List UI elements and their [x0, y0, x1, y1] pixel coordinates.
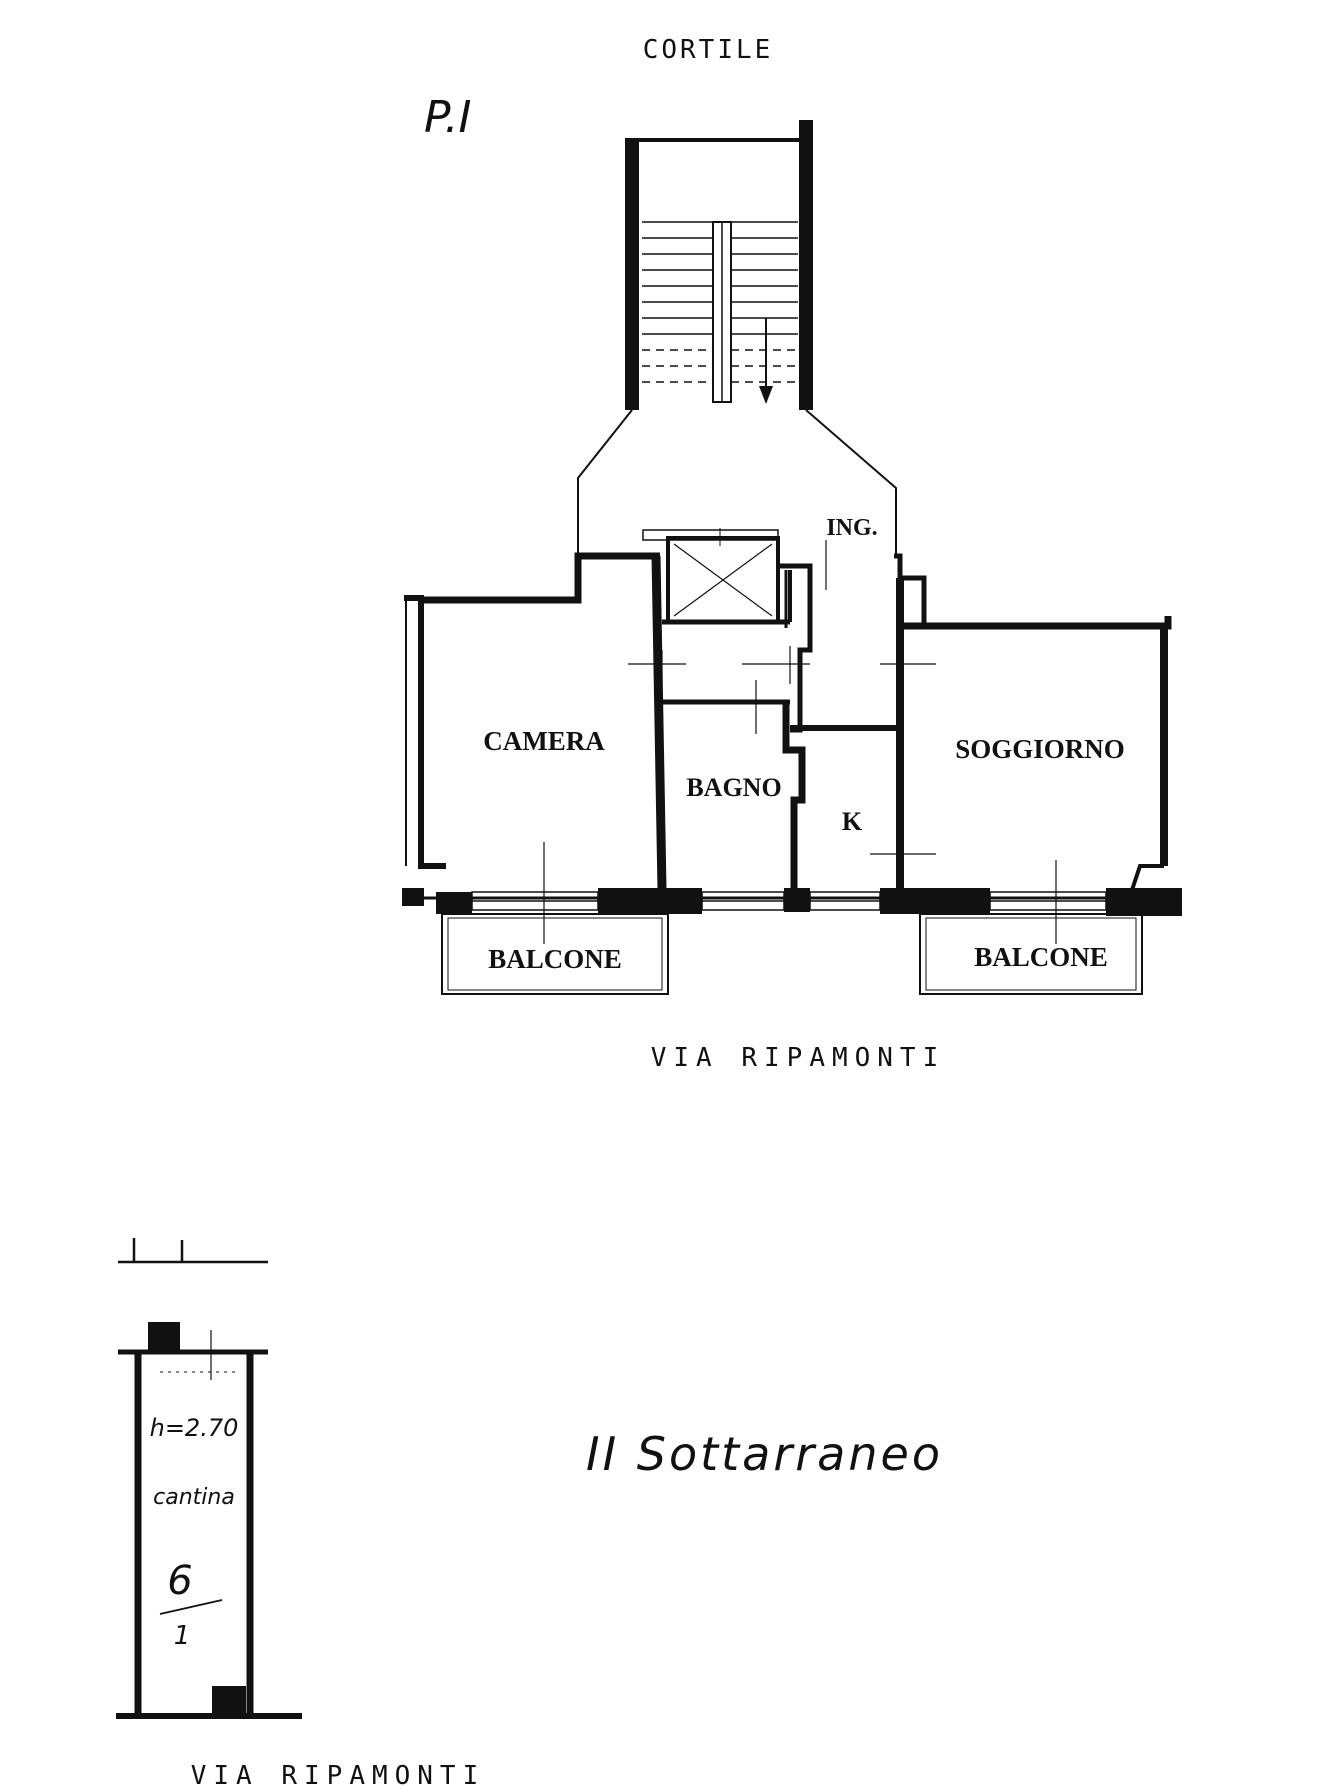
cellar-label: cantina	[153, 1485, 235, 1510]
bathroom-label: BAGNO	[686, 773, 781, 802]
balcony-left-label: BALCONE	[488, 944, 622, 974]
stair-landing	[577, 409, 897, 556]
cellar-outline	[116, 1330, 302, 1719]
door-markers	[543, 540, 1057, 944]
bedroom-label: CAMERA	[483, 726, 605, 756]
stair-treads	[642, 221, 798, 383]
lift-shaft	[642, 528, 780, 624]
scale-bar	[118, 1238, 268, 1264]
cellar-number-divider	[159, 1599, 223, 1615]
stair-direction-arrow	[759, 386, 773, 404]
cellar-height: h=2.70	[150, 1414, 239, 1442]
balcony-frames	[441, 913, 1143, 995]
living-room-label: SOGGIORNO	[955, 734, 1125, 764]
courtyard-label: CORTILE	[643, 35, 774, 65]
stairwell	[625, 120, 813, 410]
basement-title: II Sottarraneo	[586, 1427, 943, 1481]
cellar-number-bottom: 1	[174, 1621, 191, 1651]
cellar-pillars	[148, 1322, 246, 1716]
floor-marker: P.I	[424, 92, 471, 143]
street-label-bottom: VIA RIPAMONTI	[191, 1761, 486, 1790]
facade-pillars	[402, 888, 1182, 916]
kitchen-label: K	[842, 807, 863, 836]
apartment-walls	[404, 552, 1180, 900]
cellar-number-top: 6	[167, 1558, 192, 1604]
entrance-label: ING.	[826, 515, 877, 541]
windows	[471, 891, 1107, 911]
street-label-top: VIA RIPAMONTI	[651, 1043, 946, 1073]
balcony-right-label: BALCONE	[974, 942, 1108, 972]
